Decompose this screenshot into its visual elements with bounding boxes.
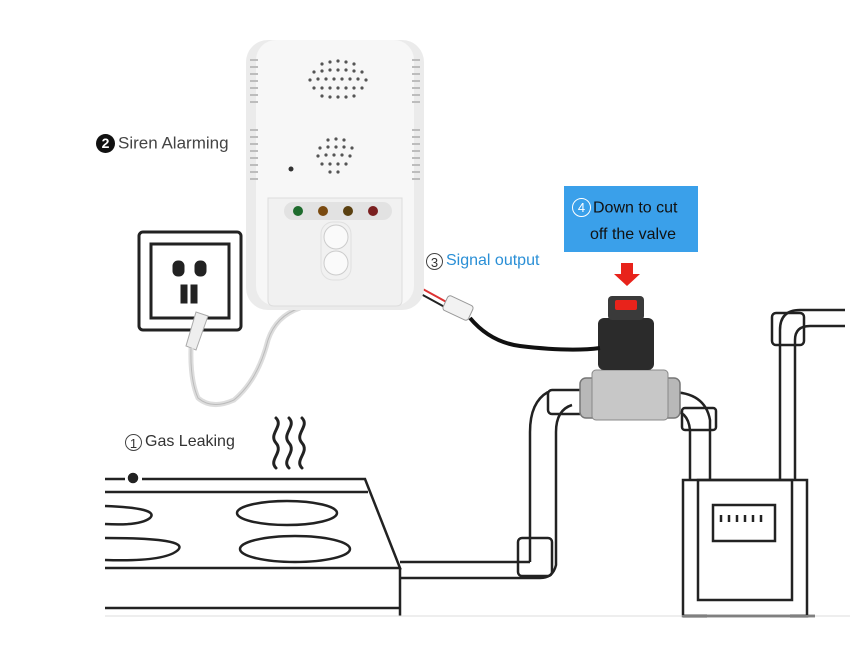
step-number-1: 1 <box>125 433 142 451</box>
power-cord <box>185 305 301 407</box>
burner-left-rear <box>104 504 153 526</box>
label-signal-output-text: Signal output <box>446 252 540 269</box>
gas-meter <box>681 478 815 618</box>
led-fault-icon <box>318 206 328 216</box>
burner-left-front <box>104 536 181 562</box>
down-arrow-icon <box>614 263 640 286</box>
label-gas-leaking-text: Gas Leaking <box>145 433 235 450</box>
mute-button-icon <box>323 250 349 276</box>
step-number-2: 2 <box>96 134 115 154</box>
gas-detector <box>246 40 424 310</box>
callout-line2: off the valve <box>590 226 676 244</box>
burner-rear <box>235 499 339 527</box>
led-valve-icon <box>343 206 353 216</box>
wall-socket <box>137 230 243 332</box>
signal-cable <box>401 277 601 352</box>
callout-line1: Down to cut <box>593 199 678 217</box>
gas-stove <box>104 472 402 616</box>
step-number-3: 3 <box>426 252 443 270</box>
test-button-icon <box>323 224 349 250</box>
led-alarm-icon <box>368 206 378 216</box>
gas-fumes-icon <box>272 416 306 470</box>
gas-pipes <box>400 308 845 580</box>
speaker-grill-bottom <box>316 137 354 174</box>
burner-front <box>238 534 352 564</box>
led-power-icon <box>293 206 303 216</box>
solenoid-valve <box>579 296 681 421</box>
stove-knob <box>127 472 139 484</box>
valve-indicator-icon <box>615 300 637 310</box>
speaker-grill-top <box>308 59 368 99</box>
step-number-4: 4 <box>572 198 591 218</box>
label-siren-alarming-text: Siren Alarming <box>118 133 229 153</box>
